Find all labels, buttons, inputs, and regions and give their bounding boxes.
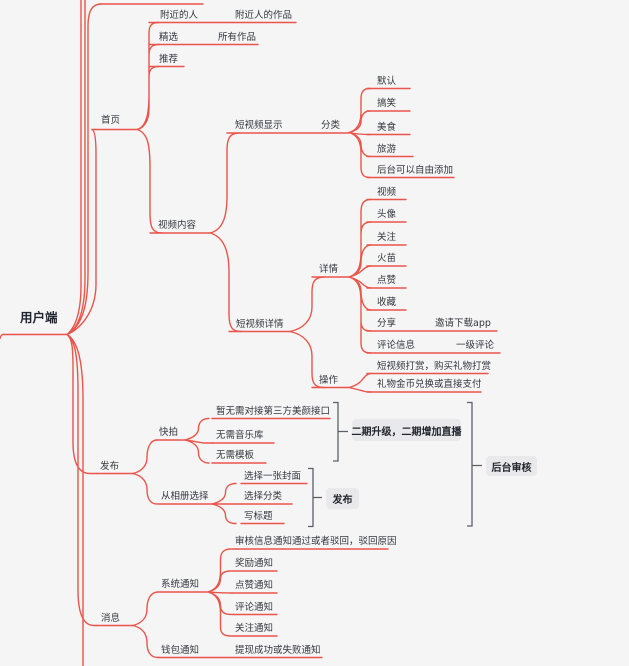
node-no-music-lib[interactable]: 无需音乐库 [216,430,264,441]
node-detail-comment[interactable]: 评论信息 [377,340,416,351]
node-like-notice[interactable]: 点赞通知 [235,580,274,591]
node-action-reward[interactable]: 短视频打赏，购买礼物打赏 [377,361,492,372]
node-cat-travel[interactable]: 旅游 [377,144,397,155]
node-from-album[interactable]: 从相册选择 [161,491,209,502]
node-detail[interactable]: 详情 [319,264,339,275]
node-no-beauty-api[interactable]: 暂无需对接第三方美颜接口 [216,406,331,417]
node-share-invite[interactable]: 邀请下载app [435,318,491,329]
summary-backend-review[interactable]: 后台审核 [486,456,537,476]
node-detail-share[interactable]: 分享 [377,318,397,329]
node-detail-like[interactable]: 点赞 [377,275,397,286]
node-quick-shot[interactable]: 快拍 [159,427,179,438]
node-nearby[interactable]: 附近的人 [160,10,199,21]
node-detail-avatar[interactable]: 头像 [377,209,397,220]
node-detail-video[interactable]: 视频 [377,187,397,198]
node-video-content[interactable]: 视频内容 [158,220,197,231]
edges-home-branch [136,21,163,234]
node-withdraw-notice[interactable]: 提现成功或失败通知 [235,645,321,656]
summary-publish[interactable]: 发布 [326,488,359,509]
summary-phase2-upgrade[interactable]: 二期升级，二期增加直播 [352,419,462,441]
node-detail-favorite[interactable]: 收藏 [377,297,397,308]
node-all-works[interactable]: 所有作品 [218,32,257,43]
node-cat-free-add[interactable]: 后台可以自由添加 [377,165,454,176]
node-choose-cover[interactable]: 选择一张封面 [244,471,302,482]
node-underlines [2,3,501,659]
node-wallet-notice[interactable]: 钱包通知 [161,645,200,656]
node-cat-default[interactable]: 默认 [377,76,397,87]
node-message[interactable]: 消息 [101,613,121,624]
edges-publish-branch [132,417,242,525]
node-featured[interactable]: 精选 [159,32,179,43]
node-home[interactable]: 首页 [101,115,121,126]
summary-brackets [308,401,482,528]
node-sv-display[interactable]: 短视频显示 [235,120,283,131]
node-nearby-works[interactable]: 附近人的作品 [235,10,293,21]
node-write-title[interactable]: 写标题 [244,511,273,522]
node-comment-level1[interactable]: 一级评论 [456,340,495,351]
node-recommend[interactable]: 推荐 [159,54,179,65]
node-detail-follow[interactable]: 关注 [377,232,397,243]
node-cat-food[interactable]: 美食 [377,122,397,133]
node-sv-detail[interactable]: 短视频详情 [236,319,284,330]
node-detail-flame[interactable]: 火苗 [377,253,397,264]
node-action[interactable]: 操作 [319,375,339,386]
node-root[interactable]: 用户端 [20,310,58,325]
node-publish[interactable]: 发布 [100,461,120,472]
node-sys-notice[interactable]: 系统通知 [161,579,200,590]
node-review-notice[interactable]: 审核信息通知通过或者驳回，驳回原因 [235,536,397,547]
node-action-gift-pay[interactable]: 礼物金币兑换或直接支付 [377,379,482,390]
node-cat-funny[interactable]: 搞笑 [377,98,397,109]
edges-message-branch [132,548,233,659]
node-follow-notice[interactable]: 关注通知 [235,623,274,634]
node-comment-notice[interactable]: 评论通知 [235,602,274,613]
node-award-notice[interactable]: 奖励通知 [235,558,274,569]
node-no-template[interactable]: 无需模板 [216,450,255,461]
edges-video-branch [209,87,372,393]
edges-trunk [0,0,102,666]
node-choose-category[interactable]: 选择分类 [244,491,283,502]
edge-group [0,0,501,666]
node-category[interactable]: 分类 [321,120,341,131]
